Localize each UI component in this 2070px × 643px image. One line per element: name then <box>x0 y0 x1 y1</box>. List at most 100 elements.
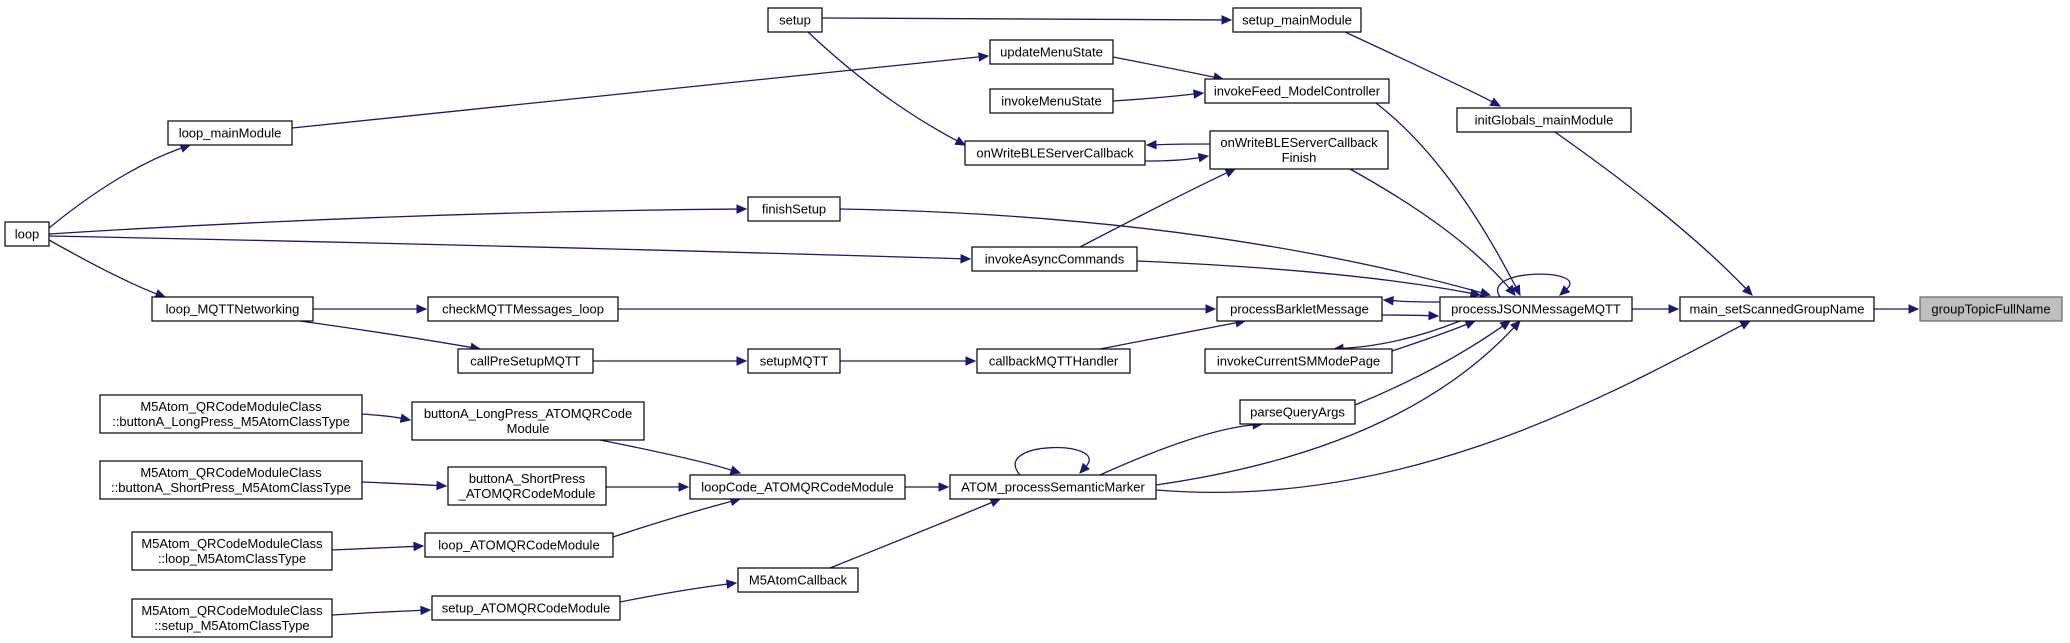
node-label: loop_ATOMQRCodeModule <box>438 538 599 553</box>
node-box <box>949 474 1157 500</box>
node-invokeMenuState[interactable]: invokeMenuState <box>989 88 1114 114</box>
arrow-head-icon <box>1668 304 1680 314</box>
node-label: setupMQTT <box>760 354 829 369</box>
node-box <box>411 401 645 441</box>
edge-setupMQTT-to-callbackMQTTHandler <box>840 356 977 366</box>
edge-loop_MQTTNetworking-to-checkMQTTMessages_loop <box>313 304 428 314</box>
node-M5AtomCallback[interactable]: M5AtomCallback <box>737 567 859 593</box>
edge-buttonA_ShortPress_ATOMQRCodeModule-to-loopCode_ATOMQRCodeModule <box>605 482 690 492</box>
edge-M5Atom_loop-to-loop_ATOMQRCodeModule <box>331 541 425 552</box>
node-invokeFeed_ModelController[interactable]: invokeFeed_ModelController <box>1204 78 1390 104</box>
node-processJSONMessageMQTT[interactable]: processJSONMessageMQTT <box>1439 296 1633 322</box>
edge-processBarkletMessage-to-processJSONMessageMQTT <box>1381 310 1440 321</box>
node-callbackMQTTHandler[interactable]: callbackMQTTHandler <box>976 348 1131 374</box>
arrow-head-icon <box>1479 287 1492 298</box>
node-loop[interactable]: loop <box>4 221 50 247</box>
node-loop_ATOMQRCodeModule[interactable]: loop_ATOMQRCodeModule <box>424 532 614 558</box>
node-onWriteBLEServerCallback[interactable]: onWriteBLEServerCallback <box>964 140 1146 166</box>
node-label: finishSetup <box>762 202 826 217</box>
node-label: callbackMQTTHandler <box>989 354 1119 369</box>
arrow-head-icon <box>678 482 690 492</box>
edge-line <box>1554 131 1747 289</box>
node-box <box>151 296 314 322</box>
edge-line <box>1112 56 1215 78</box>
node-checkMQTTMessages_loop[interactable]: checkMQTTMessages_loop <box>427 296 619 322</box>
node-box <box>989 88 1114 114</box>
arrow-head-icon <box>1739 320 1752 330</box>
node-label: ::loop_M5AtomClassType <box>158 551 306 566</box>
node-loopCode_ATOMQRCodeModule[interactable]: loopCode_ATOMQRCodeModule <box>689 474 906 500</box>
node-label: _ATOMQRCodeModule <box>458 486 596 501</box>
node-loop_MQTTNetworking[interactable]: loop_MQTTNetworking <box>151 296 314 322</box>
node-parseQueryArgs[interactable]: parseQueryArgs <box>1239 399 1356 425</box>
node-setup[interactable]: setup <box>767 7 823 33</box>
node-box <box>424 532 614 558</box>
node-invokeCurrentSMModePage[interactable]: invokeCurrentSMModePage <box>1204 348 1393 374</box>
node-box <box>767 7 823 33</box>
node-processBarkletMessage[interactable]: processBarkletMessage <box>1216 296 1383 322</box>
edge-line <box>1155 324 1743 494</box>
node-setup_mainModule[interactable]: setup_mainModule <box>1232 7 1362 33</box>
node-label: M5Atom_QRCodeModuleClass <box>140 399 322 414</box>
edge-line <box>599 439 732 471</box>
edge-line <box>1354 325 1504 406</box>
node-groupTopicFullName[interactable]: groupTopicFullName <box>1919 296 2063 322</box>
node-M5Atom_loop[interactable]: M5Atom_QRCodeModuleClass::loop_M5AtomCla… <box>131 531 333 571</box>
node-box <box>689 474 906 500</box>
node-buttonA_ShortPress_ATOMQRCodeModule[interactable]: buttonA_ShortPress_ATOMQRCodeModule <box>447 466 607 506</box>
edge-line <box>48 208 738 235</box>
node-box <box>4 221 50 247</box>
edge-line <box>1155 327 1515 486</box>
edge-updateMenuState-to-invokeFeed_ModelController <box>1112 56 1225 82</box>
arrow-head-icon <box>1505 284 1516 296</box>
node-setup_ATOMQRCodeModule[interactable]: setup_ATOMQRCodeModule <box>431 595 621 621</box>
node-setupMQTT[interactable]: setupMQTT <box>747 348 841 374</box>
node-M5Atom_LongPress[interactable]: M5Atom_QRCodeModuleClass::buttonA_LongPr… <box>99 394 363 434</box>
arrow-head-icon <box>1559 285 1571 296</box>
edge-line <box>361 413 402 419</box>
node-label: loop <box>15 227 40 242</box>
edge-ATOM_processSemanticMarker-to-processJSONMessageMQTT <box>1155 320 1521 486</box>
arrow-head-icon <box>1145 139 1157 150</box>
node-box <box>99 460 363 500</box>
edge-onWriteBLEServerCallback-to-onWriteBLEServerCallbackFinish <box>1144 152 1210 163</box>
arrow-head-icon <box>1464 320 1477 329</box>
node-box <box>989 39 1114 65</box>
edge-line <box>1349 168 1510 289</box>
node-label: onWriteBLEServerCallback <box>1220 135 1378 150</box>
node-label: processJSONMessageMQTT <box>1451 302 1621 317</box>
node-main_setScannedGroupName[interactable]: main_setScannedGroupName <box>1679 296 1875 322</box>
edge-loop-to-finishSetup <box>48 204 748 235</box>
node-loop_mainModule[interactable]: loop_mainModule <box>167 120 293 146</box>
edge-invokeMenuState-to-invokeFeed_ModelController <box>1112 89 1205 102</box>
edge-line <box>361 481 438 487</box>
arrow-head-icon <box>1197 152 1210 163</box>
node-M5Atom_setup[interactable]: M5Atom_QRCodeModuleClass::setup_M5AtomCl… <box>131 598 333 638</box>
node-ATOM_processSemanticMarker[interactable]: ATOM_processSemanticMarker <box>949 474 1157 500</box>
edge-setup_mainModule-to-initGlobals_mainModule <box>1344 31 1502 107</box>
edge-invokeCurrentSMModePage-to-processJSONMessageMQTT <box>1391 320 1477 352</box>
arrow-head-icon <box>1428 310 1440 321</box>
node-box <box>964 140 1146 166</box>
node-label: invokeFeed_ModelController <box>1214 84 1381 99</box>
edge-line <box>839 208 1482 294</box>
arrow-head-icon <box>436 480 448 491</box>
node-invokeAsyncCommands[interactable]: invokeAsyncCommands <box>971 246 1138 272</box>
node-finishSetup[interactable]: finishSetup <box>747 196 841 222</box>
node-box <box>99 394 363 434</box>
edge-onWriteBLEServerCallbackFinish-to-processJSONMessageMQTT <box>1349 168 1516 296</box>
edge-line <box>48 235 962 260</box>
node-updateMenuState[interactable]: updateMenuState <box>989 39 1114 65</box>
node-callPreSetupMQTT[interactable]: callPreSetupMQTT <box>457 348 594 374</box>
edge-loop_ATOMQRCodeModule-to-loopCode_ATOMQRCodeModule <box>612 496 742 538</box>
arrow-head-icon <box>1489 97 1502 107</box>
node-M5Atom_ShortPress[interactable]: M5Atom_QRCodeModuleClass::buttonA_ShortP… <box>99 460 363 500</box>
node-initGlobals_mainModule[interactable]: initGlobals_mainModule <box>1456 107 1632 133</box>
node-label: ::setup_M5AtomClassType <box>154 618 309 633</box>
node-box <box>1204 78 1390 104</box>
edge-M5Atom_LongPress-to-buttonA_LongPress_ATOMQRCodeModule <box>361 413 412 423</box>
edge-line <box>1079 172 1228 248</box>
edge-line <box>1136 260 1472 294</box>
node-buttonA_LongPress_ATOMQRCodeModule[interactable]: buttonA_LongPress_ATOMQRCodeModule <box>411 401 645 441</box>
